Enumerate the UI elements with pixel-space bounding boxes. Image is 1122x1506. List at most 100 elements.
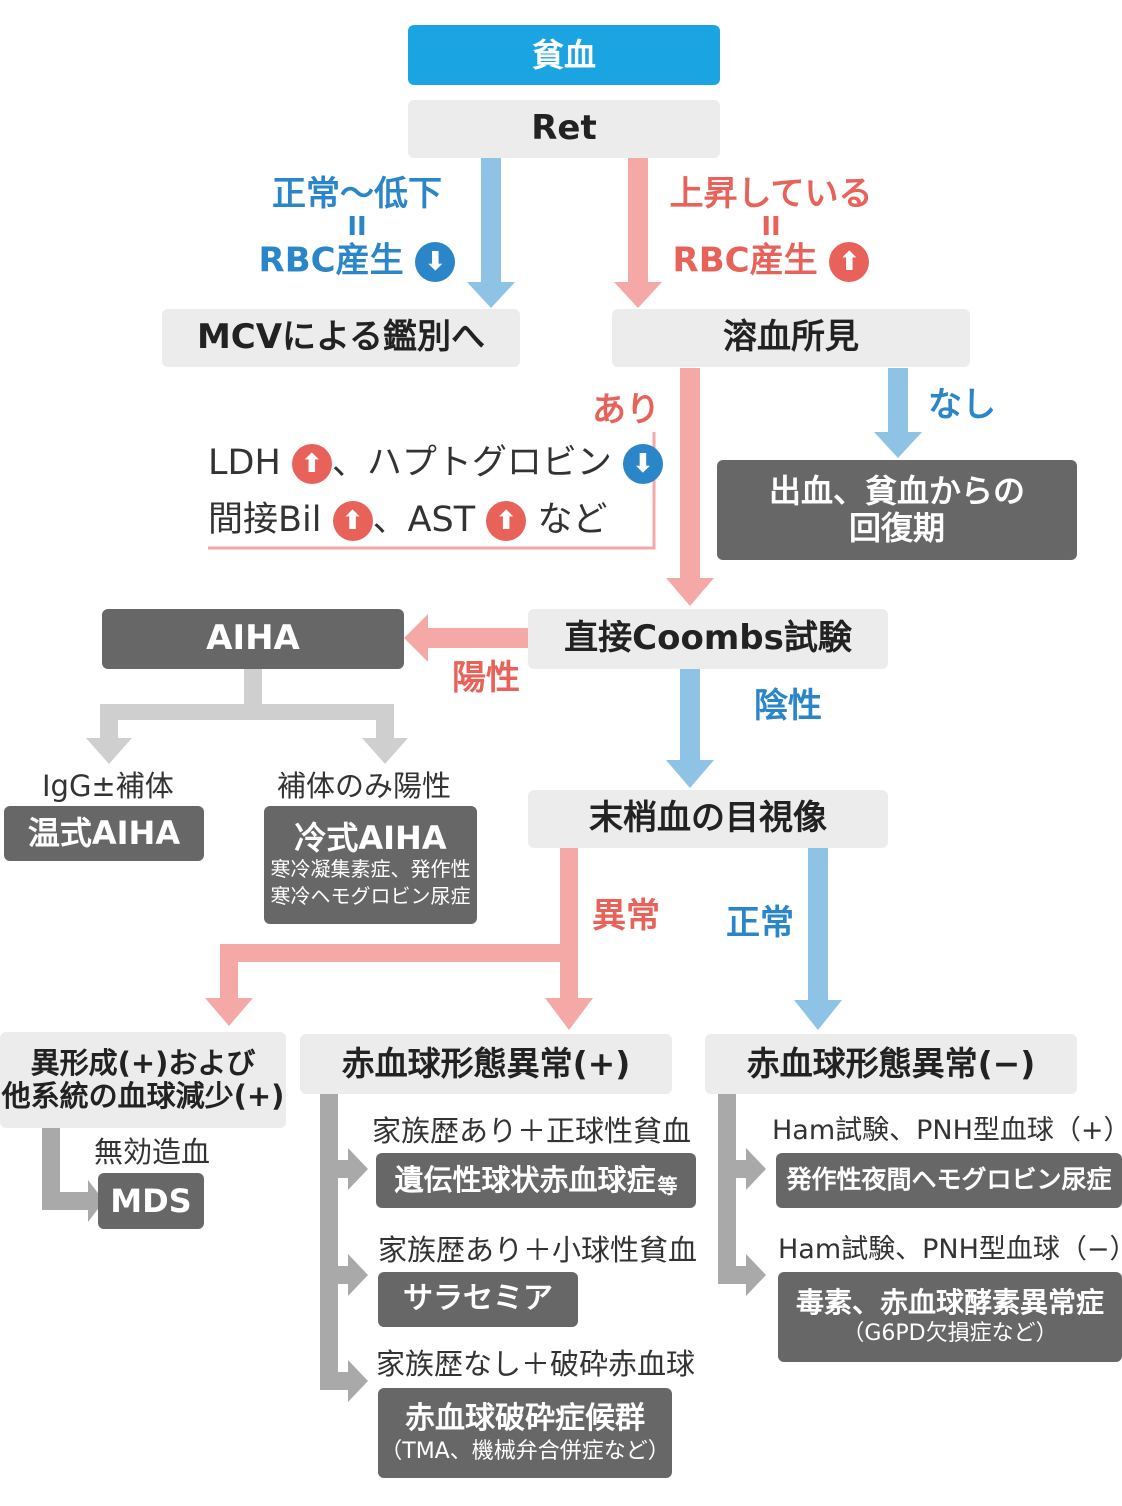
pnh-label: 発作性夜間ヘモグロビン尿症 [786, 1165, 1112, 1195]
toxin-condition: Ham試験、PNH型血球（−） [778, 1234, 1122, 1265]
coombs-label: 直接Coombs試験 [564, 618, 852, 659]
right-branch-line2: II [761, 212, 781, 243]
arrowhead-thalassemia [348, 1254, 368, 1296]
arrow-to-fragmentation [320, 1372, 350, 1390]
cold-aiha-box: 冷式AIHA 寒冷凝集素症、発作性 寒冷ヘモグロビン尿症 [264, 806, 477, 924]
left-branch-label: 正常〜低下 II RBC産生 ⬇ [252, 175, 462, 282]
up-arrow-icon: ⬆ [332, 501, 373, 541]
hemolysis-label: 溶血所見 [723, 317, 859, 358]
arrow-morph-pos-stem [320, 1094, 338, 1390]
nashi-label: なし [928, 385, 996, 425]
indicator-row-1: LDH ⬆、ハプトグロビン ⬇ [208, 443, 664, 484]
arrow-aiha-stem [244, 668, 262, 708]
cold-aiha-sub1: 寒冷凝集素症、発作性 [270, 857, 471, 882]
mcv-label: MCVによる鑑別へ [196, 317, 486, 358]
toxin-box: 毒素、赤血球酵素異常症 （G6PD欠損症など） [778, 1272, 1122, 1362]
smear-label: 末梢血の目視像 [589, 798, 827, 839]
right-branch-line1: 上昇している [669, 174, 873, 214]
arrowhead-mds [88, 1180, 104, 1222]
spherocytosis-condition: 家族歴あり＋正球性貧血 [372, 1114, 692, 1148]
aiha-box: AIHA [102, 609, 404, 669]
anemia-label: 貧血 [531, 35, 596, 74]
bleeding-line1: 出血、貧血からの [768, 472, 1025, 511]
abnormal-label: 異常 [592, 896, 660, 936]
arrow-coombs-to-smear [680, 668, 700, 760]
up-arrow-icon: ⬆ [829, 241, 870, 282]
toxin-label: 毒素、赤血球酵素異常症 [795, 1286, 1104, 1320]
right-branch-label: 上昇している II RBC産生 ⬆ [664, 174, 878, 282]
arrow-hemolysis-to-bleeding [888, 368, 908, 432]
morph-neg-label: 赤血球形態異常(−) [746, 1044, 1036, 1084]
spherocytosis-box: 遺伝性球状赤血球症 等 [376, 1153, 696, 1208]
arrow-aiha-bar [100, 704, 394, 720]
arrowhead-cold [362, 738, 408, 764]
dysplasia-line1: 異形成(+)および [30, 1045, 256, 1080]
arrowhead-dysplasia [205, 998, 253, 1026]
coombs-box: 直接Coombs試験 [528, 609, 888, 669]
dysplasia-box: 異形成(+)および 他系統の血球減少(+) [0, 1032, 286, 1128]
arrow-to-thalassemia [320, 1266, 350, 1284]
aiha-label: AIHA [206, 618, 300, 659]
arrowhead-spherocytosis [348, 1148, 368, 1190]
nado-text: など [537, 500, 608, 540]
mds-box: MDS [98, 1173, 204, 1229]
arrowhead-hemolysis [614, 282, 662, 308]
thalassemia-label: サラセミア [403, 1281, 553, 1317]
toxin-sub: （G6PD欠損症など） [842, 1321, 1058, 1347]
arrow-ret-to-hemolysis [628, 158, 648, 282]
mds-condition: 無効造血 [94, 1135, 211, 1169]
bil-text: 間接Bil [208, 500, 322, 540]
pnh-box: 発作性夜間ヘモグロビン尿症 [776, 1153, 1122, 1208]
down-arrow-icon: ⬇ [415, 241, 456, 282]
arrow-hemolysis-to-coombs [680, 368, 700, 578]
fragmentation-condition: 家族歴なし＋破砕赤血球 [376, 1347, 696, 1381]
fragmentation-box: 赤血球破砕症候群 （TMA、機械弁合併症など） [378, 1388, 672, 1478]
cold-aiha-label: 冷式AIHA [294, 818, 447, 857]
arrowhead-warm [86, 738, 132, 764]
arrow-to-toxin [718, 1266, 748, 1284]
hemolysis-box: 溶血所見 [612, 309, 970, 367]
warm-condition: IgG±補体 [42, 769, 174, 803]
spherocytosis-label: 遺伝性球状赤血球症 [394, 1162, 656, 1197]
negative-label: 陰性 [754, 686, 822, 726]
arrowhead-morph-pos [545, 998, 593, 1030]
ast-text: 、AST [372, 500, 476, 540]
thalassemia-condition: 家族歴あり＋小球性貧血 [378, 1233, 698, 1267]
ret-box: Ret [408, 100, 720, 158]
arrowhead-coombs [666, 578, 714, 606]
arrowhead-fragmentation [348, 1360, 368, 1402]
thalassemia-box: サラセミア [378, 1272, 578, 1327]
arrowhead-morph-neg [794, 1000, 842, 1030]
warm-aiha-box: 温式AIHA [4, 806, 204, 861]
arrowhead-aiha [404, 614, 428, 662]
bleeding-line2: 回復期 [848, 509, 945, 547]
morph-pos-label: 赤血球形態異常(+) [341, 1044, 631, 1084]
arrow-to-spherocytosis [320, 1160, 350, 1178]
left-branch-line3: RBC産生 [258, 240, 404, 281]
left-branch-line2: II [347, 212, 367, 243]
arrow-aiha-right [376, 704, 394, 740]
ret-label: Ret [531, 108, 597, 149]
arrow-ret-to-mcv [481, 158, 501, 282]
ldh-text: LDH [208, 443, 281, 483]
arrow-smear-abnormal-bar [220, 944, 578, 962]
warm-aiha-label: 温式AIHA [27, 814, 181, 853]
up-arrow-icon: ⬆ [291, 444, 332, 484]
arrow-morph-neg-stem [718, 1094, 736, 1284]
fragmentation-sub: （TMA、機械弁合併症など） [380, 1438, 670, 1464]
normal-label: 正常 [726, 903, 794, 943]
arrowhead-mcv [467, 282, 515, 308]
spherocytosis-suffix: 等 [657, 1174, 678, 1198]
right-branch-row3: RBC産生 ⬆ [664, 242, 878, 282]
down-arrow-icon: ⬇ [623, 444, 664, 484]
right-branch-line3: RBC産生 [672, 240, 818, 281]
arrow-coombs-to-aiha [428, 628, 528, 648]
arrow-dysplasia-mds [42, 1192, 90, 1210]
mcv-box: MCVによる鑑別へ [162, 309, 520, 367]
dysplasia-line2: 他系統の血球減少(+) [1, 1079, 285, 1113]
arrowhead-toxin [746, 1254, 766, 1296]
arrow-dysplasia-stem [42, 1128, 60, 1202]
mds-label: MDS [110, 1181, 192, 1220]
arrow-to-dysplasia [220, 944, 238, 998]
